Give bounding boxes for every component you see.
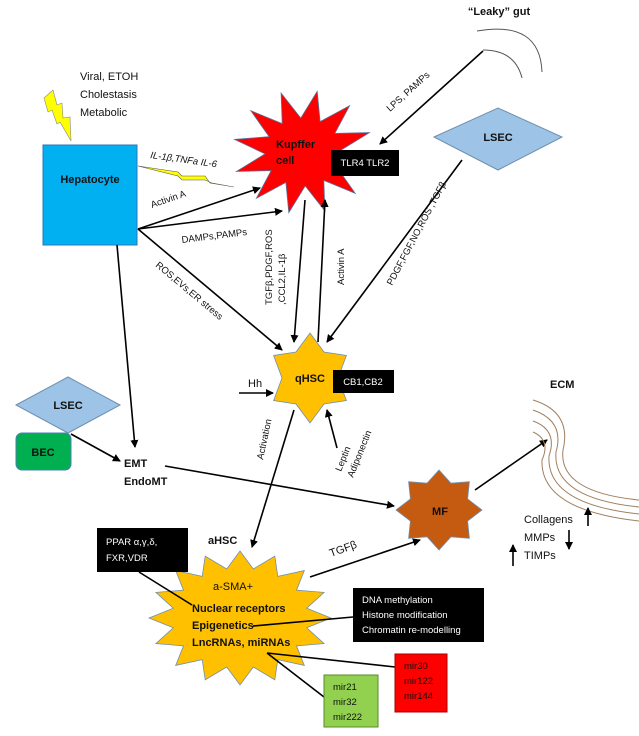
kupffer-receptors-box xyxy=(331,150,399,176)
kupffer-label-1: Kupffer xyxy=(276,139,316,151)
mf-label: MF xyxy=(432,506,448,518)
edge-label-lsec-factors: PDGF,FGF,NO,ROS ,TGFβ xyxy=(385,180,449,288)
qhsc-label: qHSC xyxy=(295,373,325,385)
lsec-left-label: LSEC xyxy=(53,400,82,412)
mirna-red-line: mir30 xyxy=(404,661,428,672)
epigenetics-box xyxy=(353,588,484,642)
kupffer-receptors-label: TLR4 TLR2 xyxy=(341,158,390,169)
hepatocyte-node xyxy=(42,144,138,246)
edge-label-lps: LPS, PAMPs xyxy=(385,70,433,115)
lsec-node-top xyxy=(432,107,564,171)
kupffer-label-2: cell xyxy=(276,155,294,167)
edge-label-activin-a-hep: Activin A xyxy=(149,188,188,210)
ecm-change-mmps: MMPs xyxy=(524,532,556,544)
gut-arc-icon xyxy=(476,28,543,73)
connector-epigenetics xyxy=(252,616,354,627)
edge-label-activation: Activation xyxy=(255,418,274,461)
ecm-label: ECM xyxy=(550,379,574,391)
arrow-leptin xyxy=(324,409,338,449)
ecm-change-timps: TIMPs xyxy=(524,550,556,562)
bec-node xyxy=(15,432,72,471)
insult-metabolic: Metabolic xyxy=(80,107,128,119)
arrow-ahsc-mf xyxy=(309,538,421,578)
mf-node xyxy=(395,469,483,551)
arrow-mf-ecm xyxy=(474,439,548,491)
arrow-hep-qhsc xyxy=(137,228,283,351)
arrow-gut-kupffer xyxy=(379,50,484,145)
ahsc-label: aHSC xyxy=(208,535,237,547)
edge-label-tgfb: TGFβ xyxy=(328,539,359,560)
qhsc-receptors-label: CB1,CB2 xyxy=(343,377,383,388)
mirna-green-line: mir222 xyxy=(333,712,362,723)
edge-label-activin-a-hsc: Activin A xyxy=(336,248,347,285)
nuclear-receptors-line: FXR,VDR xyxy=(106,553,148,564)
arrow-activation xyxy=(250,409,295,548)
leaky-gut-label: “Leaky” gut xyxy=(468,6,531,18)
arrow-lsec-emt xyxy=(70,433,121,462)
mirna-red-line: mir122 xyxy=(404,676,433,687)
kupffer-cell-node xyxy=(232,90,374,214)
arrow-emt-mf xyxy=(164,465,395,509)
emt-label: EMT xyxy=(124,458,148,470)
arrow-lsec-qhsc xyxy=(326,159,463,343)
edge-label-il1b: IL-1β,TNFa IL-6 xyxy=(150,150,219,170)
mirna-red-line: mir144 xyxy=(404,691,433,702)
ahsc-line-epigenetics: Epigenetics xyxy=(192,620,254,632)
mirna-green-box xyxy=(323,674,379,728)
arrow-qhsc-kupffer xyxy=(317,199,329,343)
qhsc-receptors-box xyxy=(333,370,394,393)
arrow-hep-kupffer-activin xyxy=(137,186,261,230)
connector-nuclear xyxy=(138,571,193,606)
connector-mir-red xyxy=(266,652,396,668)
connector-mir-green xyxy=(266,652,325,698)
ahsc-node xyxy=(147,550,333,686)
mirna-red-box xyxy=(394,653,448,713)
lightning-icon xyxy=(137,165,235,188)
endomt-label: EndoMT xyxy=(124,476,168,488)
edge-label-hh: Hh xyxy=(248,378,262,390)
insult-viral: Viral, ETOH xyxy=(80,71,138,83)
qhsc-node xyxy=(273,332,347,424)
epigenetics-line: DNA methylation xyxy=(362,595,433,606)
epigenetics-line: Chromatin re-modelling xyxy=(362,625,461,636)
edge-label-tgfb-pdgf-1: TGFβ,PDGF,ROS xyxy=(264,229,275,305)
ecm-change-collagens: Collagens xyxy=(524,514,573,526)
mirna-green-line: mir21 xyxy=(333,682,357,693)
epigenetics-line: Histone modification xyxy=(362,610,448,621)
gut-arc-icon xyxy=(482,49,523,79)
arrow-hep-emt xyxy=(116,244,139,448)
ahsc-line-rnas: LncRNAs, miRNAs xyxy=(192,637,290,649)
ahsc-line-nuclear: Nuclear receptors xyxy=(192,603,286,615)
mirna-green-line: mir32 xyxy=(333,697,357,708)
insult-cholestasis: Cholestasis xyxy=(80,89,137,101)
lightning-icon xyxy=(43,89,72,142)
lsec-top-label: LSEC xyxy=(483,132,512,144)
ecm-fibers-icon xyxy=(532,399,639,522)
ahsc-line-asma: a-SMA+ xyxy=(213,581,253,593)
lsec-node-left xyxy=(14,376,122,434)
nuclear-receptors-box xyxy=(97,528,188,572)
hepatocyte-label: Hepatocyte xyxy=(60,174,119,186)
edge-label-tgfb-pdgf-2: ,CCL2,IL-1β xyxy=(277,253,288,305)
arrow-kupffer-qhsc xyxy=(290,199,306,343)
bec-label: BEC xyxy=(31,447,54,459)
edge-label-damps: DAMPs,PAMPs xyxy=(181,227,248,246)
nuclear-receptors-line: PPAR α,γ,δ, xyxy=(106,537,157,548)
edge-label-ros: ROS,EVs,ER stress xyxy=(153,260,225,323)
arrow-hep-kupffer-damps xyxy=(137,207,283,230)
